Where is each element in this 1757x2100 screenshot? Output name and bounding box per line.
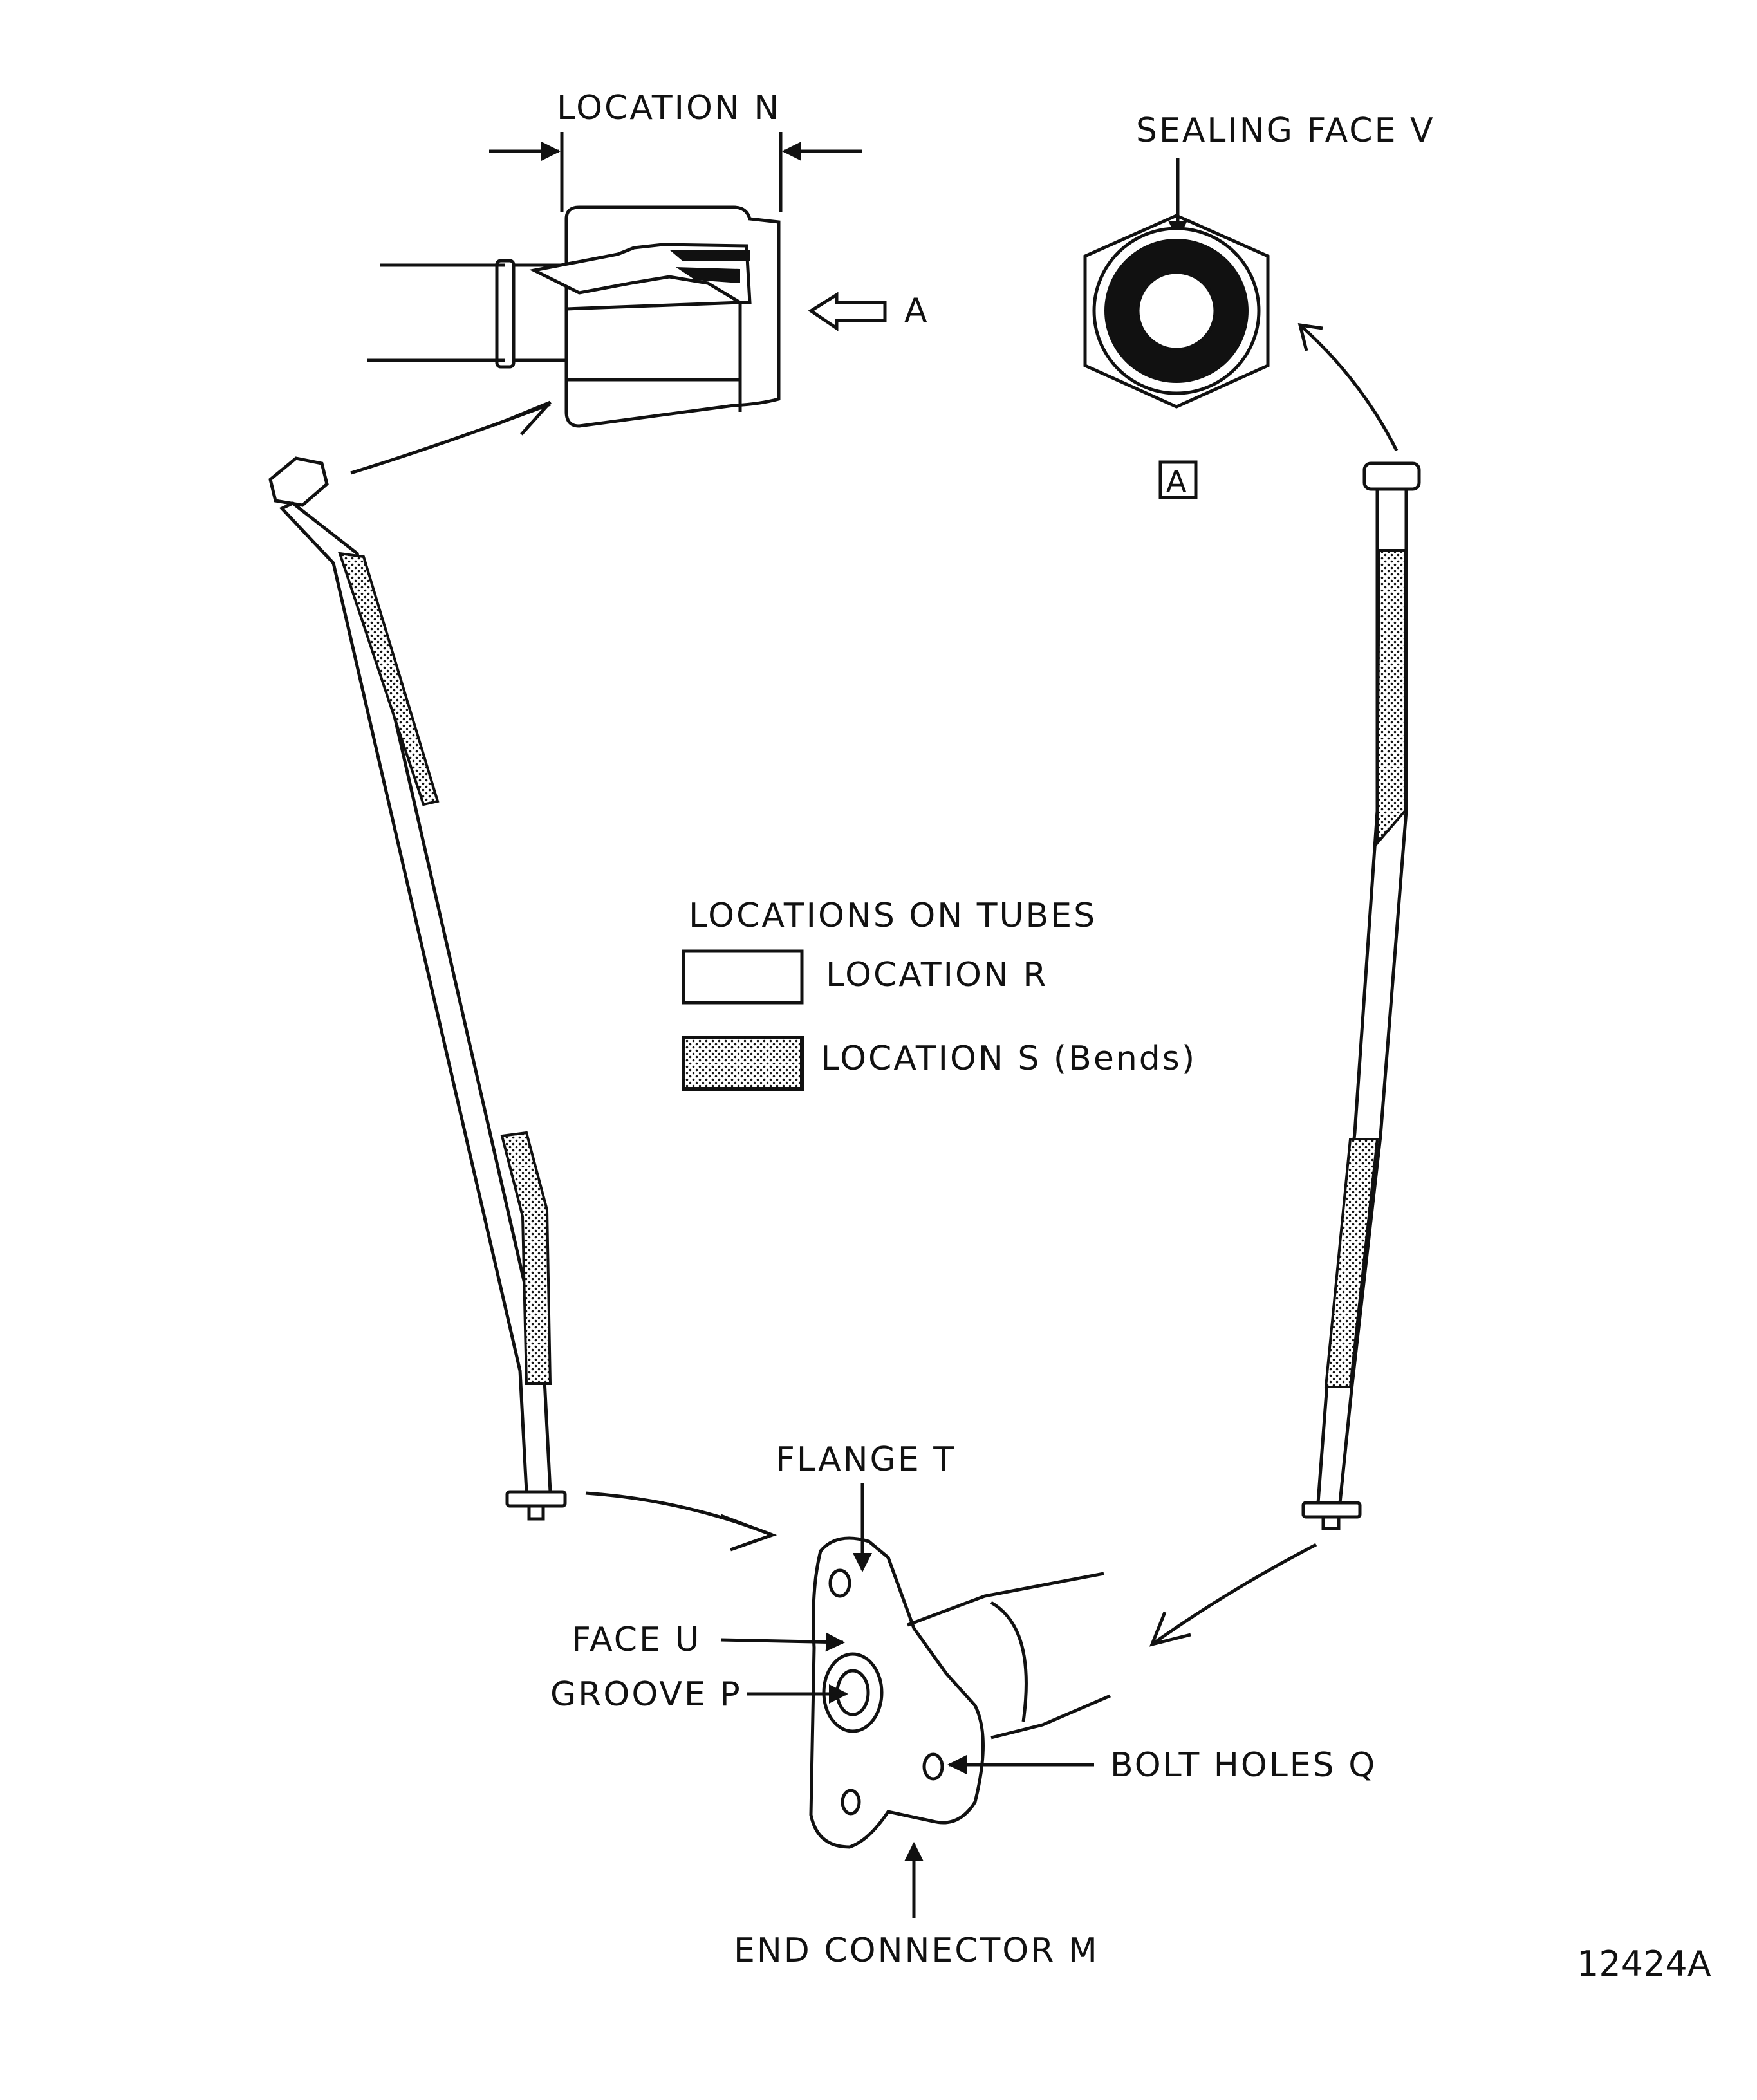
connector-tube-top-edge (907, 1572, 1104, 1627)
sealing-face-v-label: SEALING FACE V (1136, 111, 1435, 150)
connector-tube-ring (990, 1601, 1028, 1722)
nut-hex-edge-top (566, 301, 741, 311)
legend-label-location-s: LOCATION S (Bends) (821, 1039, 1196, 1078)
flare-seat-dark (669, 250, 750, 261)
bolt-hole-bottom (841, 1789, 861, 1816)
figure-number: 12424A (1577, 1944, 1711, 1984)
left-tube-bend-upper (338, 552, 440, 806)
bolt-holes-q-label: BOLT HOLES Q (1110, 1746, 1377, 1785)
legend-label-location-r: LOCATION R (826, 956, 1048, 994)
right-tube-bottom-stub (1321, 1515, 1341, 1530)
flange-t-label: FLANGE T (776, 1440, 956, 1479)
view-a-direction-label: A (904, 292, 929, 330)
location-n-detail: LOCATION N A (367, 89, 929, 428)
connector-tube-bottom-edge (990, 1694, 1111, 1740)
fitting-nut-body (564, 205, 781, 428)
groove-p-label: GROOVE P (550, 1675, 742, 1714)
left-tube-bottom-stub (527, 1504, 545, 1521)
right-tube-bottom-callout-arrow (1149, 1612, 1191, 1647)
right-tube-bottom-flange (1301, 1501, 1362, 1519)
legend-swatch-location-r (682, 949, 804, 1005)
right-tube-top-callout-arrow (1297, 322, 1323, 351)
sealing-face-detail: SEALING FACE V A (1083, 111, 1435, 499)
left-tube-bottom-flange (505, 1490, 567, 1508)
bolt-hole-right (922, 1752, 944, 1781)
flare-inner-dark (676, 267, 740, 283)
left-tube-bend-lower (500, 1131, 552, 1385)
end-connector-m-label: END CONNECTOR M (734, 1931, 1099, 1970)
bolt-hole-top (828, 1568, 851, 1598)
left-tube-bottom-callout-arrow (720, 1514, 777, 1552)
right-tube (1149, 322, 1421, 1647)
left-tube-top-callout-arrow (495, 400, 552, 436)
left-tube-top-nut (268, 456, 329, 507)
fitting-ferrule (495, 259, 516, 369)
hex-nut-outline (1083, 214, 1270, 409)
legend-title: LOCATIONS ON TUBES (689, 897, 1097, 935)
face-u-label: FACE U (572, 1621, 702, 1659)
right-tube-top-callout-line (1299, 324, 1399, 452)
right-tube-bend-lower (1324, 1138, 1379, 1388)
left-tube-bottom-callout-line (585, 1491, 773, 1537)
right-tube-bottom-callout-line (1151, 1543, 1317, 1646)
tube-bore (1136, 270, 1217, 351)
right-tube-top-nut (1362, 461, 1421, 491)
left-tube-body (279, 501, 552, 1494)
location-n-label: LOCATION N (557, 89, 781, 127)
legend-swatch-location-s (682, 1036, 804, 1091)
view-a-direction-arrow (808, 292, 887, 331)
left-tube (268, 400, 777, 1552)
end-connector-detail: FLANGE T FACE U GROOVE P BOLT HOLES Q EN… (550, 1440, 1377, 1970)
face-u-pointer (720, 1632, 845, 1652)
view-a-box (1158, 460, 1198, 499)
legend: LOCATIONS ON TUBES LOCATION R LOCATION S… (682, 897, 1196, 1091)
right-tube-bend-upper (1376, 549, 1406, 847)
flange-plate (809, 1536, 985, 1849)
view-a-box-label: A (1166, 464, 1187, 499)
